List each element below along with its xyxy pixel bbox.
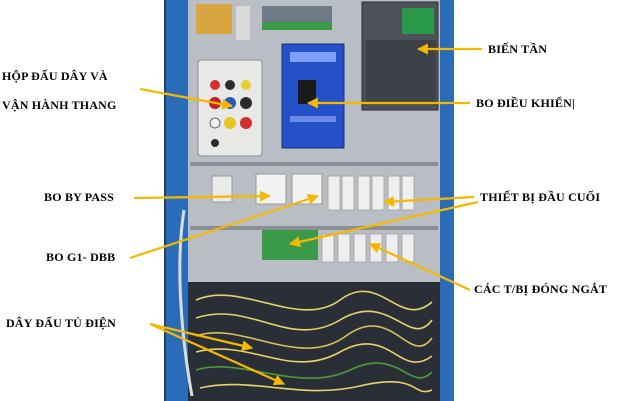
inverter-unit [361,1,439,111]
arrow-thiet-bi-dau-cuoi [382,195,475,207]
arrow-day-dau-1 [149,322,254,352]
control-board [281,43,345,149]
arrow-bo-g1-dbb [129,193,320,260]
label-hop-dau-day-line2: VẬN HÀNH THANG [2,98,117,112]
label-bo-by-pass: BO BY PASS [44,190,115,204]
label-hop-dau-day-line1: HỘP ĐẤU DÂY VÀ [2,69,108,83]
label-thiet-bi-dau-cuoi: THIẾT BỊ ĐẦU CUỐI [480,190,601,204]
arrow-hop-dau-day [139,87,234,110]
label-cac-tb-dong-ngat: CÁC T/BỊ ĐÓNG NGẮT [474,282,608,296]
label-bo-dieu-khien: BO ĐIỀU KHIỂN| [476,96,575,110]
wiring-box [197,59,263,157]
arrow-cac-tb-dong-ngat [369,243,471,291]
top-relays [196,4,332,40]
label-bien-tan: BIẾN TẦN [488,42,548,56]
label-bo-g1-dbb: BO G1- DBB [46,250,116,264]
cable-bundles [178,209,440,401]
arrow-bo-by-pass [133,190,272,202]
arrow-thiet-bi-dau-cuoi-2 [288,200,479,248]
label-day-dau-tu-dien: DÂY ĐẤU TỦ ĐIỆN [6,316,117,330]
arrow-day-dau-2 [149,322,286,386]
callout-arrows [129,43,482,386]
din-rail-devices [190,162,438,263]
